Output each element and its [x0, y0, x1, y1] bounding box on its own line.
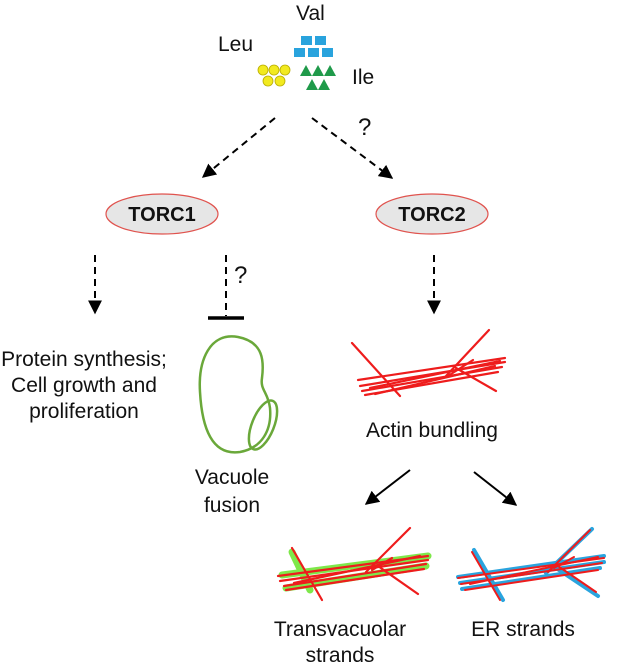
cell-growth-label: Cell growth and: [11, 374, 157, 397]
vacuole-label: Vacuole: [195, 466, 269, 489]
er-strands-icon: [456, 527, 606, 602]
transvacuolar-label: Transvacuolar: [274, 618, 406, 641]
vacuole-icon: [198, 335, 279, 454]
val-squares-icon: [294, 36, 333, 57]
transvacuolar-strands-icon: [276, 526, 432, 602]
ile-label: Ile: [352, 66, 374, 89]
strands-label: strands: [306, 644, 375, 666]
inhibition-to-vacuole: [208, 255, 244, 320]
torc1-node: TORC1: [105, 193, 219, 235]
arrow-to-transvacuolar: [364, 469, 411, 505]
torc2-node: TORC2: [375, 193, 489, 235]
torc2-label: TORC2: [398, 204, 465, 226]
question-mark-torc2: ?: [358, 114, 371, 141]
actin-bundle-icon: [350, 328, 507, 398]
arrow-to-torc2: [311, 117, 394, 179]
leu-circles-icon: [257, 64, 291, 87]
leu-label: Leu: [218, 33, 253, 56]
protein-synthesis-label: Protein synthesis;: [1, 348, 167, 371]
arrow-to-torc1: [201, 117, 276, 178]
torc1-label: TORC1: [128, 204, 195, 226]
question-mark-vacuole: ?: [234, 262, 247, 289]
fusion-label: fusion: [204, 494, 260, 517]
ile-triangles-icon: [300, 65, 336, 90]
proliferation-label: proliferation: [29, 400, 139, 423]
val-label: Val: [296, 2, 325, 25]
er-strands-label: ER strands: [471, 618, 575, 641]
actin-bundling-label: Actin bundling: [366, 419, 498, 442]
arrow-to-er-strands: [473, 471, 518, 506]
